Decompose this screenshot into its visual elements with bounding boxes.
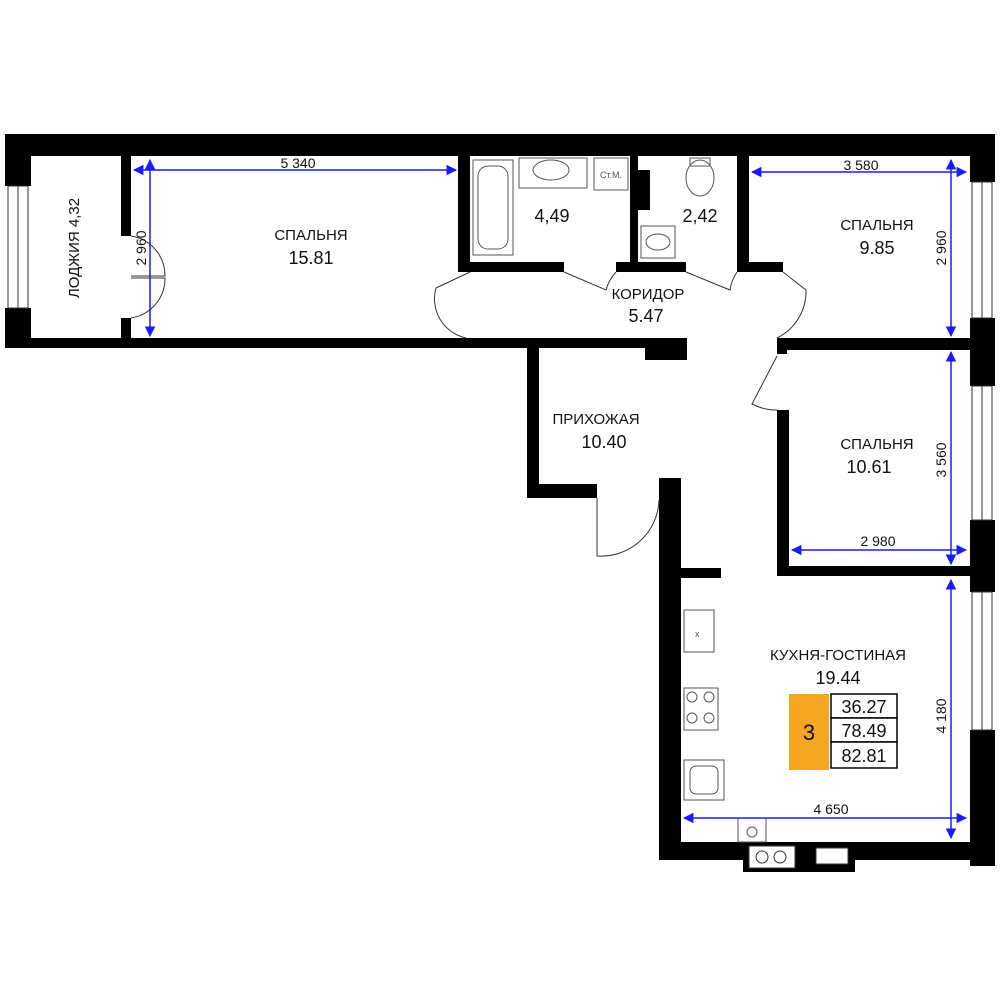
bedroom3-width: 2 980 <box>860 533 895 549</box>
corridor-name: КОРИДОР <box>612 286 685 303</box>
bath-area: 4,49 <box>534 206 569 226</box>
bedroom3-name: СПАЛЬНЯ <box>840 436 913 453</box>
total-with-loggia: 82.81 <box>841 746 886 766</box>
summary-badge: 3 36.27 78.49 82.81 <box>789 693 898 770</box>
kitchen-area: 19.44 <box>815 668 860 688</box>
kitchen-width: 4 650 <box>813 801 848 817</box>
bedroom3-area: 10.61 <box>846 457 891 477</box>
bedroom1-name: СПАЛЬНЯ <box>274 227 347 244</box>
bedroom2-area: 9.85 <box>859 238 894 258</box>
loggia-label: ЛОДЖИЯ 4,32 <box>66 198 83 298</box>
bedroom1-height: 2 960 <box>133 230 149 265</box>
hall-area: 10.40 <box>581 432 626 452</box>
wc-area: 2,42 <box>682 206 717 226</box>
doors <box>130 235 807 557</box>
washer-label: Ст.М. <box>600 170 622 180</box>
corridor-area: 5.47 <box>628 306 663 326</box>
rooms-count-badge <box>789 694 829 770</box>
fixtures: x <box>472 157 767 843</box>
bedroom2-name: СПАЛЬНЯ <box>840 217 913 234</box>
hall-name: ПРИХОЖАЯ <box>552 411 639 428</box>
living-area: 36.27 <box>841 697 886 717</box>
kitchen-height: 4 180 <box>933 698 949 733</box>
bedroom2-height: 2 960 <box>933 230 949 265</box>
rooms-count: 3 <box>803 720 815 745</box>
bedroom3-height: 3 560 <box>933 442 949 477</box>
bedroom2-width: 3 580 <box>843 157 878 173</box>
kitchen-name: КУХНЯ-ГОСТИНАЯ <box>770 647 906 664</box>
windows <box>7 181 993 869</box>
svg-text:x: x <box>695 629 700 639</box>
total-area: 78.49 <box>841 721 886 741</box>
walls <box>5 134 995 872</box>
bedroom1-area: 15.81 <box>288 248 333 268</box>
bedroom1-width: 5 340 <box>280 155 315 171</box>
dimension-lines <box>132 158 968 840</box>
